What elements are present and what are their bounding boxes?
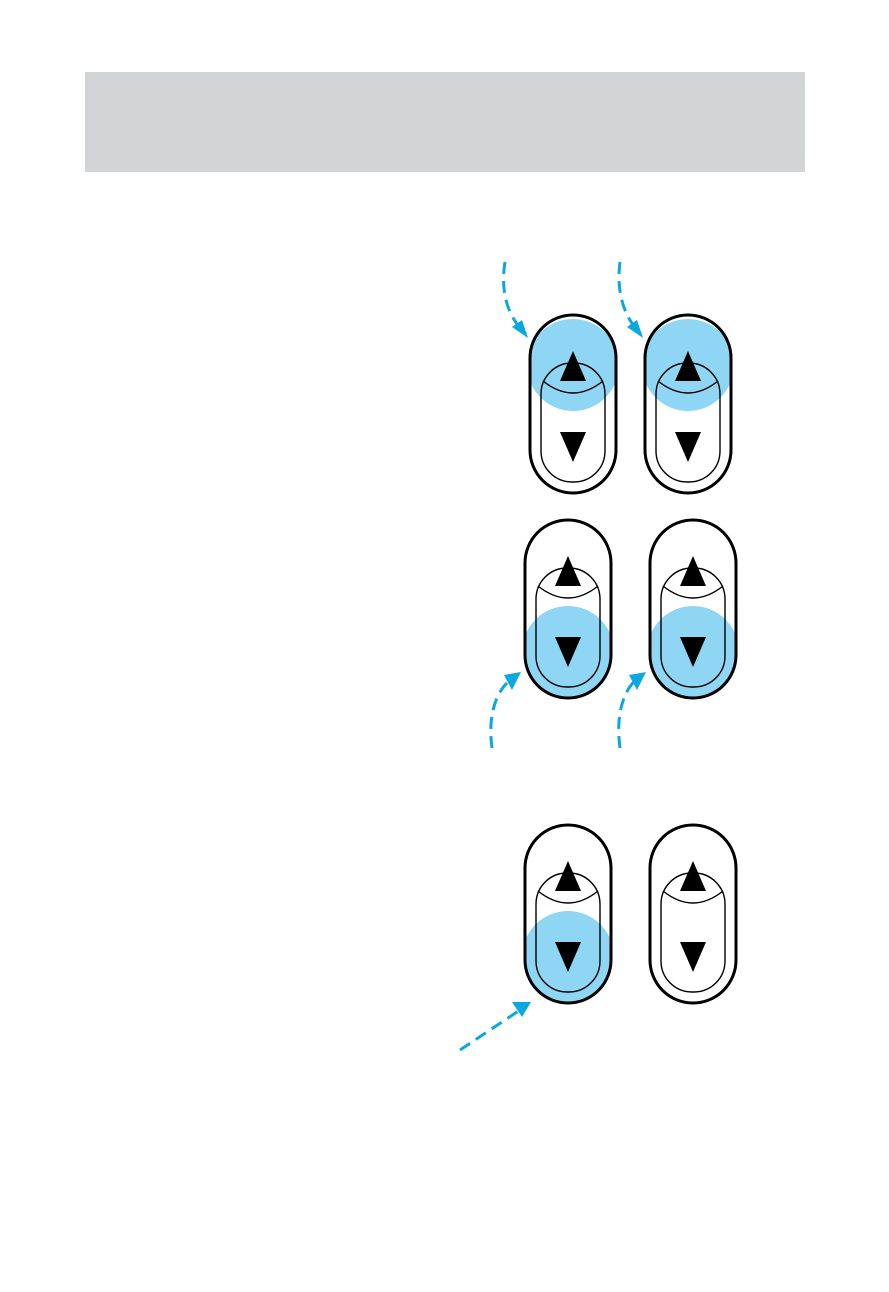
switch-body — [650, 825, 736, 1003]
right-switch[interactable] — [650, 825, 736, 1003]
left-switch[interactable] — [527, 315, 619, 493]
row-2 — [491, 520, 739, 748]
left-switch[interactable] — [522, 520, 614, 698]
callout-arrow — [619, 262, 643, 338]
callout-arrow — [491, 672, 521, 748]
left-switch[interactable] — [522, 825, 614, 1003]
callout-arrow — [460, 1002, 531, 1050]
callout-arrow — [619, 672, 646, 748]
callout-arrow — [504, 262, 528, 338]
callout-arrow-head-icon — [627, 320, 643, 338]
right-switch[interactable] — [642, 315, 734, 493]
right-switch[interactable] — [647, 520, 739, 698]
callout-arrow-head-icon — [629, 672, 646, 690]
callout-arrow-line — [460, 1010, 520, 1050]
callout-arrow-head-icon — [504, 672, 521, 690]
row-1 — [504, 262, 734, 493]
row-3 — [460, 825, 736, 1050]
